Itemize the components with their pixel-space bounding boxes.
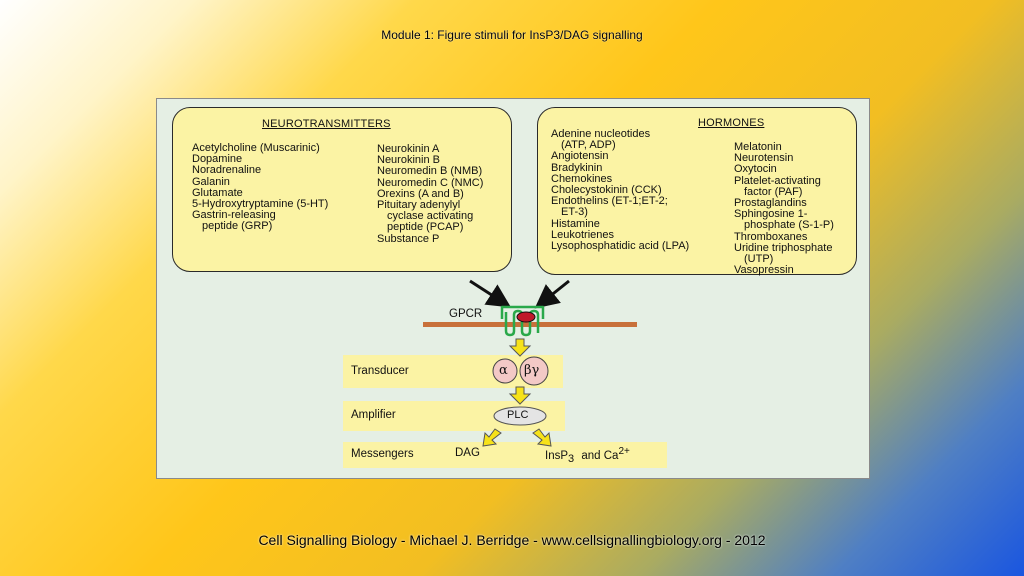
- betagamma-label: βγ: [524, 363, 540, 378]
- list-item: Neurotensin: [734, 152, 794, 165]
- gpcr-receptor: [500, 305, 545, 337]
- list-item: phosphate (S-1-P): [744, 219, 834, 232]
- transducer-label: Transducer: [351, 365, 409, 377]
- neurotransmitters-box: NEUROTRANSMITTERS Acetylcholine (Muscari…: [172, 107, 512, 272]
- list-item: Adenine nucleotides: [551, 128, 651, 140]
- betagamma-subunit: [519, 356, 549, 386]
- amplifier-label: Amplifier: [351, 409, 396, 421]
- list-item: Cholecystokinin (CCK): [551, 184, 662, 197]
- list-item: Histamine: [551, 217, 600, 230]
- list-item: (ATP, ADP): [561, 139, 616, 152]
- plc-label: PLC: [507, 409, 529, 421]
- neurotransmitters-list-2: Neurokinin A Neurokinin B Neuromedin B (…: [377, 143, 484, 245]
- list-item: Neuromedin C (NMC): [377, 176, 484, 189]
- messengers-label: Messengers: [351, 448, 414, 460]
- list-item: Noradrenaline: [192, 164, 262, 177]
- list-item: 5-Hydroxytryptamine (5-HT): [192, 198, 329, 211]
- insp-subscript: 3: [568, 453, 575, 466]
- list-item: (UTP): [744, 253, 774, 266]
- hormones-list-2: Melatonin Neurotensin Oxytocin Platelet-…: [734, 141, 834, 277]
- list-item: Pituitary adenylyl: [377, 199, 461, 212]
- list-item: Platelet-activating: [734, 174, 821, 187]
- list-item: peptide (GRP): [202, 220, 273, 233]
- arrow-to-dag: [482, 428, 502, 447]
- gpcr-label: GPCR: [449, 308, 483, 320]
- agonist-arrow-left: [469, 279, 512, 308]
- and-ca-text: and Ca: [581, 449, 619, 462]
- arrow-to-transducer: [508, 338, 532, 357]
- list-item: Prostaglandins: [734, 197, 807, 210]
- slide-title: Module 1: Figure stimuli for InsP3/DAG s…: [381, 28, 643, 42]
- list-item: Angiotensin: [551, 150, 609, 163]
- neurotransmitters-heading: NEUROTRANSMITTERS: [262, 118, 391, 130]
- list-item: Vasopressin: [734, 264, 794, 277]
- plc-enzyme: [493, 406, 547, 426]
- hormones-box: HORMONES Adenine nucleotides (ATP, ADP) …: [537, 107, 857, 277]
- list-item: Substance P: [377, 232, 440, 245]
- insp3-label: InsP3 and Ca2+: [545, 446, 630, 465]
- list-item: Galanin: [192, 175, 230, 188]
- agonist-arrow-right: [534, 279, 570, 309]
- list-item: ET-3): [561, 206, 588, 219]
- signalling-figure: NEUROTRANSMITTERS Acetylcholine (Muscari…: [156, 98, 870, 479]
- ca-superscript: 2+: [618, 446, 630, 457]
- list-item: Acetylcholine (Muscarinic): [192, 142, 320, 154]
- list-item: Lysophosphatidic acid (LPA): [551, 240, 690, 253]
- list-item: Melatonin: [734, 141, 782, 153]
- alpha-subunit: [492, 358, 518, 384]
- list-item: Uridine triphosphate: [734, 241, 833, 254]
- list-item: Dopamine: [192, 153, 243, 166]
- list-item: Bradykinin: [551, 161, 603, 174]
- list-item: Neurokinin B: [377, 154, 440, 167]
- arrow-to-amplifier: [508, 386, 532, 405]
- neurotransmitters-list-1: Acetylcholine (Muscarinic) Dopamine Nora…: [192, 142, 329, 233]
- list-item: factor (PAF): [744, 185, 803, 198]
- list-item: Neuromedin B (NMB): [377, 165, 483, 178]
- list-item: Sphingosine 1-: [734, 208, 808, 221]
- list-item: Glutamate: [192, 186, 243, 199]
- list-item: peptide (PCAP): [387, 221, 464, 234]
- hormones-list-1: Adenine nucleotides (ATP, ADP) Angiotens…: [551, 128, 690, 253]
- list-item: Endothelins (ET-1;ET-2;: [551, 195, 668, 208]
- list-item: Neurokinin A: [377, 143, 440, 155]
- hormones-heading: HORMONES: [698, 117, 765, 129]
- list-item: Thromboxanes: [734, 230, 808, 243]
- pathway-graphic: [423, 279, 637, 447]
- list-item: cyclase activating: [387, 210, 474, 223]
- list-item: Leukotrienes: [551, 228, 614, 241]
- list-item: Chemokines: [551, 172, 613, 185]
- messengers-strip: Messengers: [343, 442, 667, 468]
- slide-footer: Cell Signalling Biology - Michael J. Ber…: [258, 532, 766, 548]
- list-item: Orexins (A and B): [377, 187, 464, 200]
- alpha-label: α: [499, 363, 508, 378]
- arrow-to-insp3: [532, 428, 552, 447]
- insp-text: InsP: [545, 449, 569, 462]
- dag-label: DAG: [455, 447, 480, 459]
- list-item: Gastrin-releasing: [192, 209, 276, 222]
- ligand-binding-site: [516, 311, 536, 323]
- list-item: Oxytocin: [734, 163, 777, 176]
